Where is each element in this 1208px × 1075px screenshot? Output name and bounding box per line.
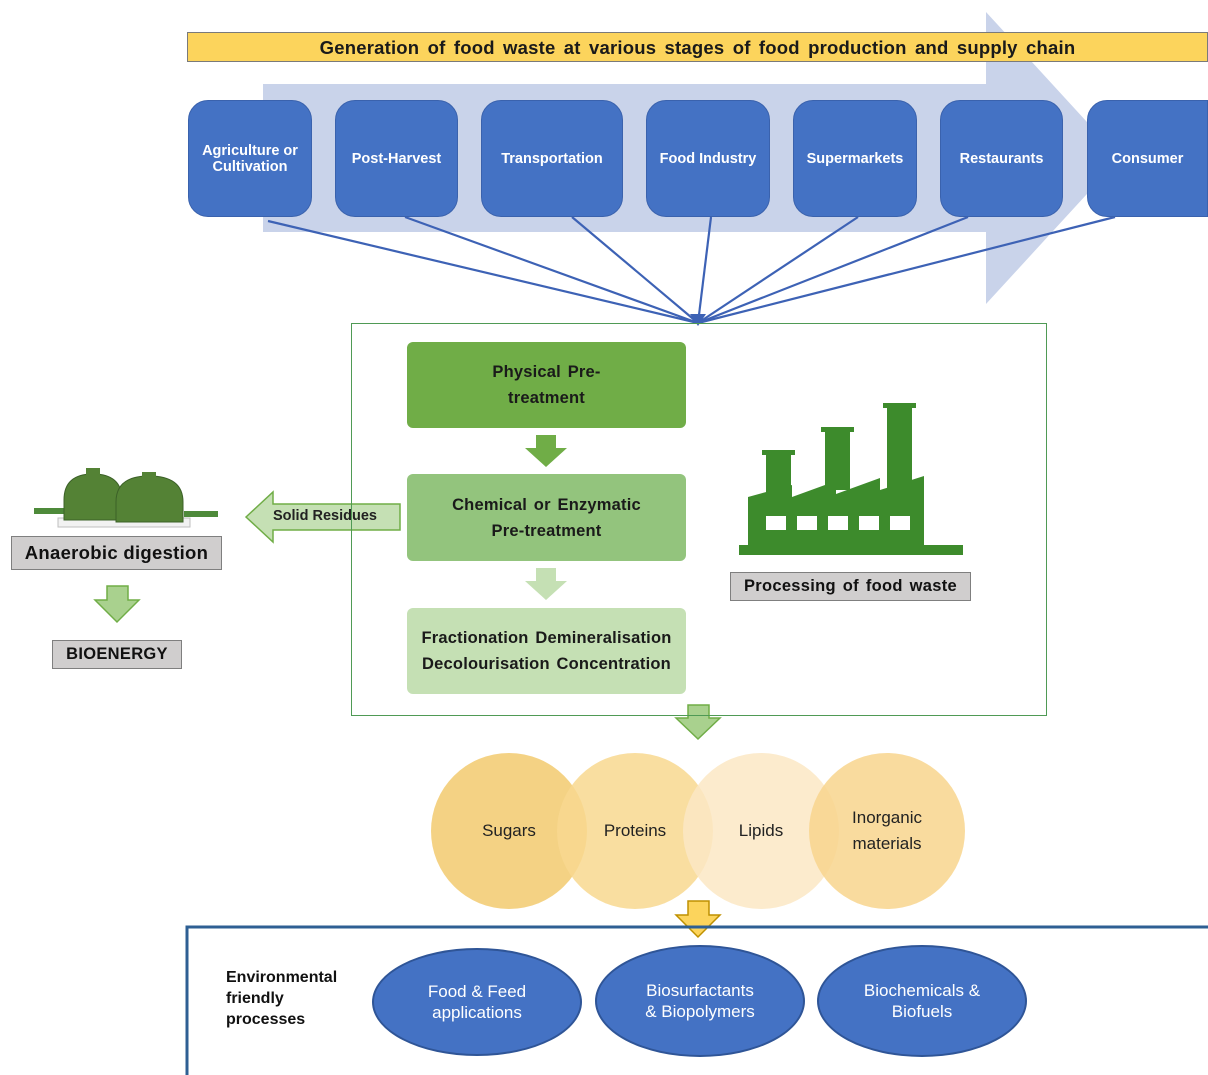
step-chemical: Chemical or Enzymatic Pre-treatment <box>407 474 686 561</box>
circle-sugars <box>431 753 587 909</box>
circle-inorganic <box>809 753 965 909</box>
step-fractionation: Fractionation Demineralisation Decolouri… <box>407 608 686 694</box>
circle-proteins <box>557 753 713 909</box>
factory-icon <box>739 403 963 555</box>
supply-chain-banner: Generation of food waste at various stag… <box>187 32 1208 62</box>
products-frame <box>185 925 1208 1075</box>
digester-icon <box>34 468 218 528</box>
label-lipids: Lipids <box>738 821 784 840</box>
step-arrow-2 <box>525 568 567 600</box>
step-arrow-1 <box>525 435 567 467</box>
connector-arrowhead <box>690 314 706 326</box>
stage-supermarkets: Supermarkets <box>793 100 917 217</box>
environmental-label: Environmental friendly processes <box>226 969 338 1028</box>
component-circles <box>431 753 965 909</box>
processing-box <box>351 323 1047 716</box>
stage-restaurants: Restaurants <box>940 100 1063 217</box>
stage-transportation: Transportation <box>481 100 623 217</box>
product-biochemicals: Biochemicals & Biofuels <box>817 945 1027 1057</box>
product-biosurfactants: Biosurfactants & Biopolymers <box>595 945 805 1057</box>
anaerobic-digestion-label: Anaerobic digestion <box>11 536 222 570</box>
label-proteins: Proteins <box>603 821 667 840</box>
stage-post-harvest: Post-Harvest <box>335 100 458 217</box>
stage-consumer: Consumer <box>1087 100 1208 217</box>
circle-lipids <box>683 753 839 909</box>
solid-residues-label: Solid Residues <box>273 508 377 524</box>
label-inorganic: Inorganic materials <box>852 808 922 853</box>
bioenergy-label: BIOENERGY <box>52 640 182 669</box>
output-arrow <box>674 704 722 741</box>
bioenergy-arrow <box>93 585 141 624</box>
solid-residues-arrow <box>244 490 401 544</box>
product-food-feed: Food & Feed applications <box>372 948 582 1056</box>
label-sugars: Sugars <box>482 821 536 840</box>
stage-agriculture: Agriculture or Cultivation <box>188 100 312 217</box>
connector-lines <box>267 215 1116 325</box>
step-physical: Physical Pre-treatment <box>407 342 686 428</box>
factory-label: Processing of food waste <box>730 572 971 601</box>
stage-food-industry: Food Industry <box>646 100 770 217</box>
products-arrow <box>674 900 722 939</box>
